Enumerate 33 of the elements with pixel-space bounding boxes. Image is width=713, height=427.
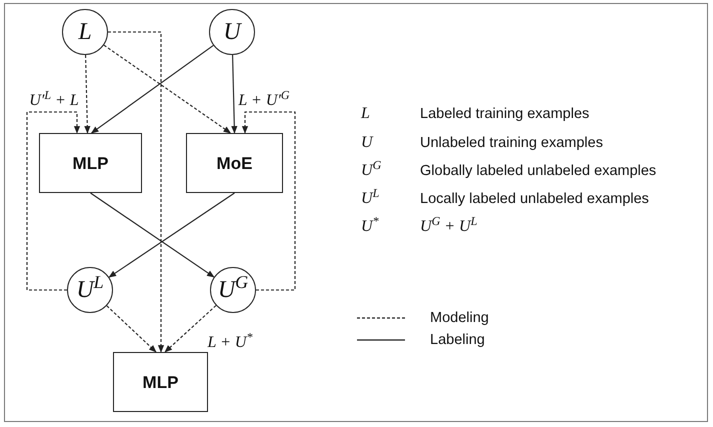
arrow (90, 44, 214, 134)
legend-text: Modeling (430, 310, 489, 326)
model-name: MoE (216, 154, 252, 172)
dashed-arrow (108, 31, 164, 353)
model-name: MLP (72, 154, 108, 172)
model-name: MLP (142, 374, 178, 390)
variable-symbol: U (223, 20, 241, 44)
arrow (108, 192, 235, 278)
variable-symbol: U$^{G}$ (218, 278, 248, 302)
dashed-arrow (26, 111, 80, 291)
symbol-label: U$^{G}$ (361, 163, 382, 179)
legend-text: Labeling (430, 332, 485, 348)
definition-text: Labeled training examples (420, 106, 590, 122)
variable-symbol: L (78, 20, 92, 44)
model-box (113, 352, 208, 412)
arrow (90, 192, 215, 278)
arrow (231, 54, 238, 134)
model-box (186, 133, 283, 193)
symbol-label: U (361, 135, 373, 151)
dashed-arrow (106, 305, 157, 353)
definition-text: Unlabeled training examples (420, 136, 603, 150)
dashed-arrow (104, 44, 232, 134)
symbol-label: U$^{*}$ (361, 219, 379, 235)
definition-text: Locally labeled unlabeled examples (420, 192, 649, 206)
dashed-arrow (84, 54, 90, 134)
dashed-arrow (242, 111, 296, 291)
symbol-label: L (361, 106, 370, 122)
model-box (39, 133, 142, 193)
dashed-arrow (164, 305, 216, 353)
definition-text: Globally labeled unlabeled examples (420, 164, 656, 178)
symbol-label: U$^{L}$ (361, 191, 380, 207)
definition-text: U$^{G}$ + U$^{L}$ (420, 219, 478, 235)
variable-symbol: U$^{L}$ (76, 278, 104, 302)
